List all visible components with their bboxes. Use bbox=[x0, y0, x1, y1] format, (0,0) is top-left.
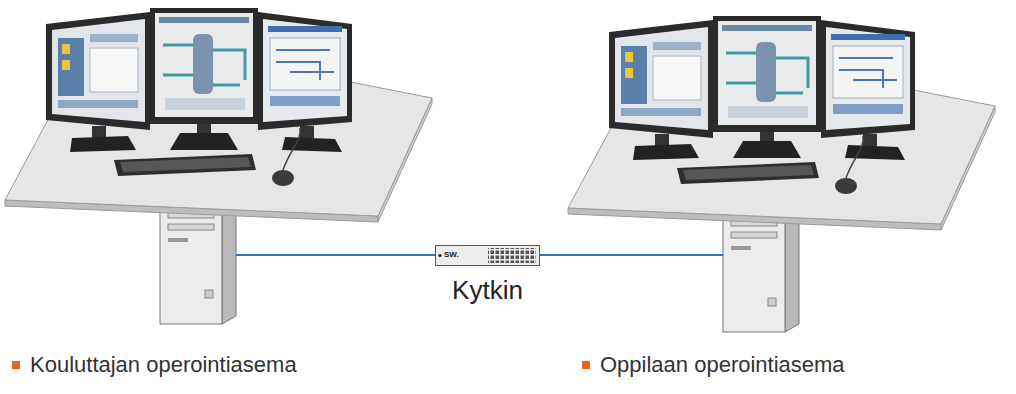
device-label: SW. bbox=[444, 251, 459, 260]
station-caption: Oppilaan operointiasema bbox=[600, 352, 845, 378]
bullet-square bbox=[582, 361, 590, 369]
switch-body bbox=[435, 245, 540, 266]
device-name: Kytkin bbox=[452, 276, 523, 305]
student-workstation bbox=[568, 16, 995, 332]
station-caption: Kouluttajan operointiasema bbox=[30, 352, 297, 378]
network-switch: SW.Kytkin bbox=[435, 245, 540, 266]
bullet-square bbox=[12, 361, 20, 369]
network-cable bbox=[540, 254, 723, 256]
switch-led bbox=[438, 254, 441, 257]
trainer-workstation bbox=[5, 8, 432, 324]
network-cable bbox=[236, 254, 435, 256]
switch-ports bbox=[488, 248, 536, 263]
